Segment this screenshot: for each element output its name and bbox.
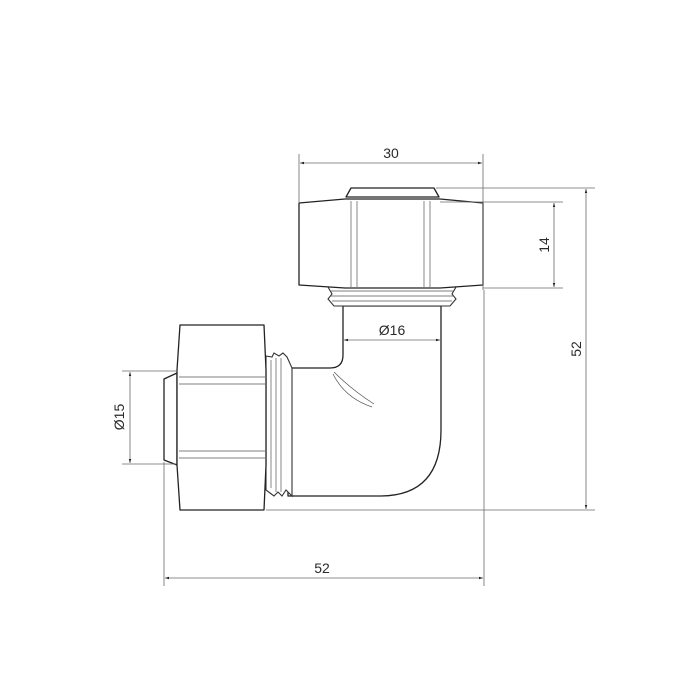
side-nut: [163, 324, 267, 511]
label-nut-height: 14: [536, 237, 552, 253]
label-top-bore: Ø16: [379, 322, 406, 338]
dimension-top-width: [298, 154, 484, 290]
label-total-height: 52: [568, 341, 584, 357]
label-top-width: 30: [383, 145, 399, 161]
top-thread: [327, 286, 457, 307]
dimension-nut-height: [440, 201, 563, 289]
dimension-total-width: [163, 290, 485, 586]
side-thread: [265, 352, 293, 498]
label-total-width: 52: [314, 560, 330, 576]
dimension-side-bore: [122, 370, 176, 465]
dimension-total-height: [266, 187, 595, 511]
label-side-bore: Ø15: [111, 404, 127, 431]
elbow-body: [287, 305, 442, 497]
top-nut: [298, 187, 484, 289]
